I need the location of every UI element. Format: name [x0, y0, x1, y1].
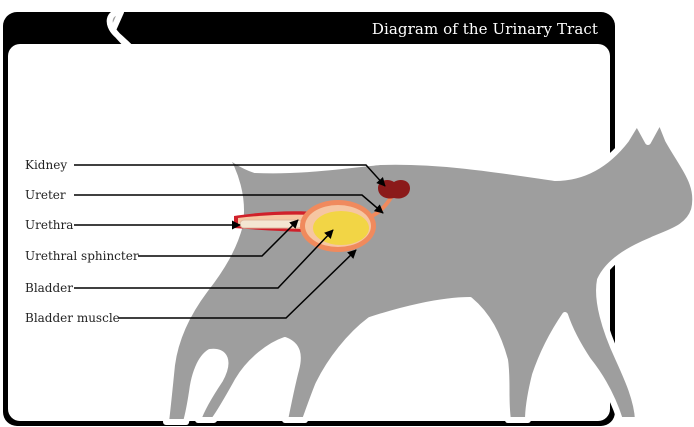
label-ureter: Ureter	[25, 188, 66, 202]
bladder-fill	[313, 211, 369, 245]
label-bladder-muscle: Bladder muscle	[25, 311, 120, 325]
label-urethral-sphincter: Urethral sphincter	[25, 249, 139, 263]
label-kidney: Kidney	[25, 158, 67, 172]
label-urethra: Urethra	[25, 218, 73, 232]
urethral-sphincter-band	[240, 220, 302, 228]
diagram-title: Diagram of the Urinary Tract	[372, 20, 598, 38]
label-bladder: Bladder	[25, 281, 73, 295]
